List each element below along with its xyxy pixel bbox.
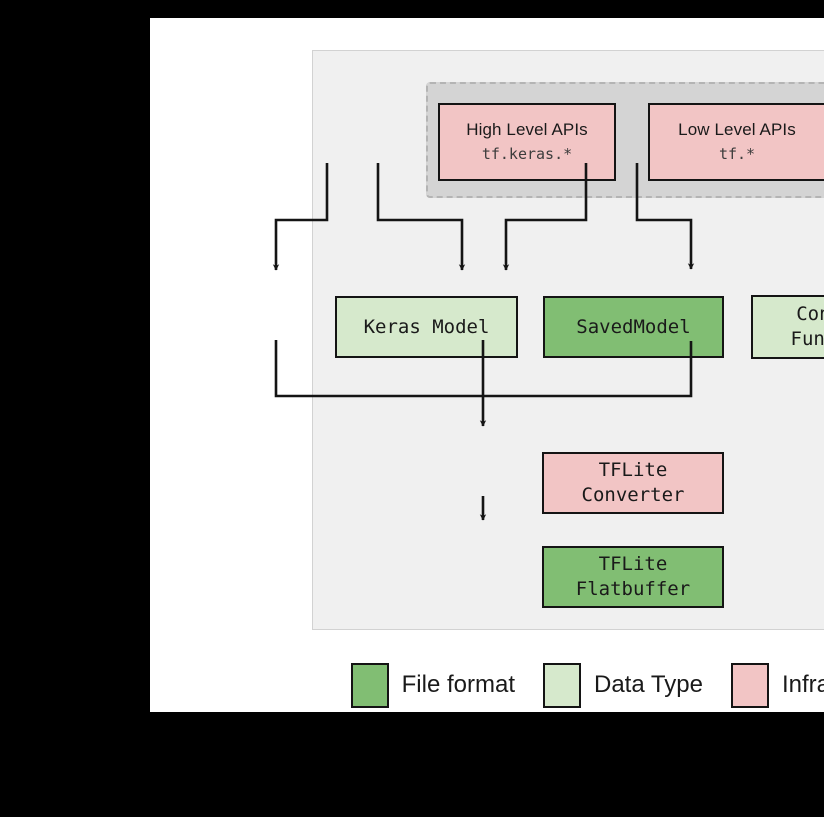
node-savedmodel[interactable]: SavedModel <box>543 296 724 358</box>
node-low-level-apis-title: Low Level APIs <box>678 120 796 139</box>
node-tflite-converter[interactable]: TFLite Converter <box>542 452 724 514</box>
node-high-level-apis[interactable]: High Level APIs tf.keras.* <box>438 103 616 181</box>
legend-swatch-data-type <box>543 662 581 708</box>
legend-item-file-format: File format <box>350 662 515 708</box>
legend-item-infrastructure: Infrastructure <box>730 662 824 708</box>
legend-label-file-format: File format <box>401 671 515 698</box>
node-concrete-functions[interactable]: Concrete Functions <box>751 295 824 359</box>
node-concrete-functions-label-line-2: Functions <box>790 328 824 350</box>
legend-swatch-file-format <box>350 662 389 708</box>
node-low-level-apis[interactable]: Low Level APIs tf.* <box>648 103 824 181</box>
node-tflite-converter-label-line-2: Converter <box>581 484 685 506</box>
node-tflite-converter-label-line-1: TFLite <box>598 459 668 481</box>
legend-item-data-type: Data Type <box>543 662 703 708</box>
node-low-level-apis-subtitle: tf.* <box>718 145 756 163</box>
legend-label-data-type: Data Type <box>594 671 703 698</box>
node-savedmodel-label-line-1: SavedModel <box>576 315 691 338</box>
node-tflite-flatbuffer-label-line-1: TFLite <box>598 553 668 575</box>
node-high-level-apis-title: High Level APIs <box>466 120 588 139</box>
node-tflite-flatbuffer[interactable]: TFLite Flatbuffer <box>542 546 724 608</box>
node-high-level-apis-subtitle: tf.keras.* <box>481 145 573 163</box>
node-keras-model-label-line-1: Keras Model <box>363 315 490 338</box>
legend-swatch-infrastructure <box>730 662 769 708</box>
node-keras-model[interactable]: Keras Model <box>335 296 518 358</box>
legend-label-infrastructure: Infrastructure <box>781 671 824 698</box>
node-concrete-functions-label-line-1: Concrete <box>796 303 824 325</box>
legend: File format Data Type Infrastructure <box>300 654 824 716</box>
node-tflite-flatbuffer-label-line-2: Flatbuffer <box>575 578 691 600</box>
diagram-card: High Level APIs tf.keras.* Low Level API… <box>150 18 824 712</box>
